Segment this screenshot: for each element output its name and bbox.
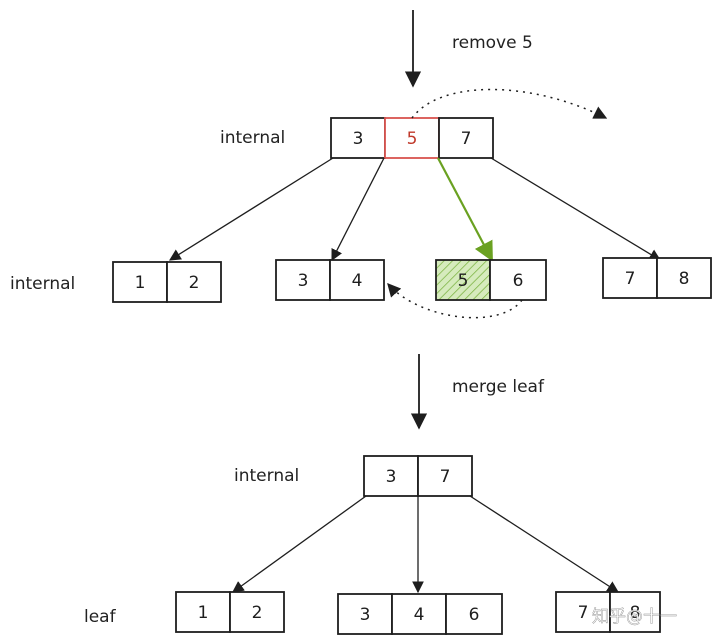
top-children-label: internal [10, 274, 75, 294]
stage1-root-key-1: 3 [353, 129, 364, 149]
stage1-child-1: 1 2 [112, 261, 222, 303]
stage2-root-key-1-box [363, 455, 419, 497]
bottom-children-label: leaf [84, 607, 117, 627]
stage2-child2-key-1: 3 [360, 605, 371, 625]
stage2-child1-key-2-box [229, 591, 285, 633]
stage2-child2-key-3: 6 [469, 605, 480, 625]
stage2-child3-key-1-box [555, 591, 611, 633]
stage2-child1-key-1: 1 [198, 603, 209, 623]
stage1-child2-key-1: 3 [298, 271, 309, 291]
stage2-root-key-1: 3 [386, 467, 397, 487]
stage1-child2-key-2: 4 [352, 271, 363, 291]
edge2-root-to-child1 [232, 495, 367, 593]
stage1-child4-key-1-box [602, 257, 658, 299]
stage1-child3-key-2: 6 [513, 271, 524, 291]
remove-dotted-arrow [411, 88, 608, 119]
edge-root-to-child4 [490, 157, 662, 261]
stage2-child3-key-1: 7 [578, 603, 589, 623]
step1-caption: remove 5 [452, 33, 533, 53]
bottom-root-label: internal [234, 466, 299, 486]
watermark: 知乎@十一 [592, 607, 677, 627]
stage1-root-key-2: 5 [407, 129, 418, 149]
stage1-child2-key-2-box [329, 259, 385, 301]
stage2-child3-key-2: 8 [630, 603, 641, 623]
stage1-child-4: 7 8 [602, 257, 712, 299]
stage1-child3-key-2-box [489, 259, 547, 301]
stage1-root-node: 3 5 7 [330, 117, 494, 159]
edge-root-to-child3 [437, 157, 493, 262]
stage2-child3-key-2-box [609, 591, 661, 633]
stage2-child2-key-3-box [445, 593, 503, 635]
stage2-child-3: 7 8 [555, 591, 661, 633]
stage1-child1-key-1: 1 [135, 273, 146, 293]
stage2-child1-key-1-box [175, 591, 231, 633]
stage1-root-key-3: 7 [461, 129, 472, 149]
stage1-child3-key-1: 5 [458, 271, 469, 291]
stage2-root-key-2: 7 [440, 467, 451, 487]
stage2-child2-key-2: 4 [414, 605, 425, 625]
stage2-root-key-2-box [417, 455, 473, 497]
stage1-root-key-2-box [384, 117, 440, 159]
top-root-label: internal [220, 128, 285, 148]
edge-root-to-child1 [169, 157, 334, 261]
stage2-child1-key-2: 2 [252, 603, 263, 623]
stage1-child-3: 5 6 [435, 259, 547, 301]
step2-caption: merge leaf [452, 377, 545, 397]
edge2-root-to-child3 [469, 495, 619, 593]
stage1-root-key-3-box [438, 117, 494, 159]
stage1-child-2: 3 4 [275, 259, 385, 301]
stage1-child4-key-1: 7 [625, 269, 636, 289]
stage2-child-1: 1 2 [175, 591, 285, 633]
stage1-child1-key-2-box [166, 261, 222, 303]
stage1-child4-key-2-box [656, 257, 712, 299]
stage2-child2-key-1-box [337, 593, 393, 635]
stage2-child2-key-2-box [391, 593, 447, 635]
stage1-child1-key-2: 2 [189, 273, 200, 293]
stage2-child-2: 3 4 6 [337, 593, 503, 635]
stage1-child4-key-2: 8 [679, 269, 690, 289]
stage2-root-node: 3 7 [363, 455, 473, 497]
edge-root-to-child2 [331, 157, 385, 262]
